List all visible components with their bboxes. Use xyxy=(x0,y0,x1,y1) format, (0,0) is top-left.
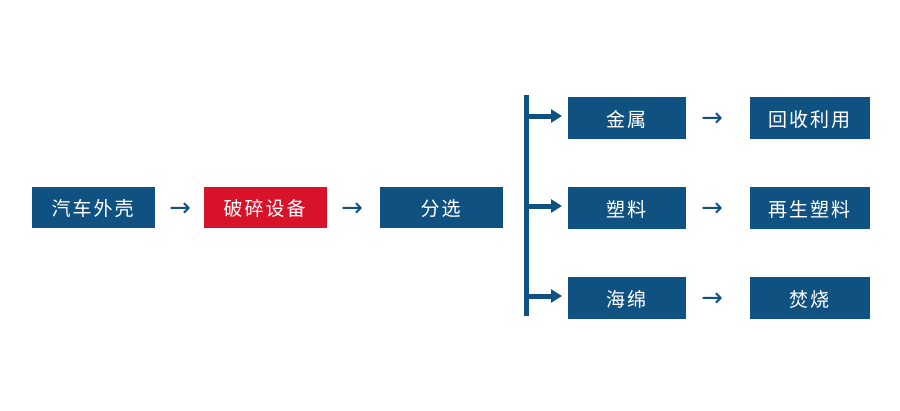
node-crusher[interactable]: 破碎设备 xyxy=(204,187,327,228)
arrow-right-icon: → xyxy=(701,193,723,223)
branch-connector-sponge xyxy=(529,294,553,299)
node-plastic[interactable]: 塑料 xyxy=(568,187,686,229)
node-recycling[interactable]: 回收利用 xyxy=(750,97,870,139)
node-label: 焚烧 xyxy=(788,288,831,311)
arrow-right-icon: → xyxy=(169,192,191,223)
branch-arrowhead-sponge xyxy=(551,289,562,303)
branch-connector-plastic xyxy=(529,204,553,209)
arrow-plastic-to-recycled-plastic: → xyxy=(692,187,732,229)
node-incineration[interactable]: 焚烧 xyxy=(750,277,870,319)
node-label: 塑料 xyxy=(605,198,648,221)
node-label: 再生塑料 xyxy=(767,198,852,221)
node-sorting[interactable]: 分选 xyxy=(380,187,503,228)
arrow-crusher-to-sorting: → xyxy=(332,187,372,228)
node-car-shell[interactable]: 汽车外壳 xyxy=(32,187,155,228)
node-label: 破碎设备 xyxy=(223,198,308,220)
arrow-sponge-to-incineration: → xyxy=(692,277,732,319)
node-sponge[interactable]: 海绵 xyxy=(568,277,686,319)
node-label: 分选 xyxy=(420,198,463,220)
node-metal[interactable]: 金属 xyxy=(568,97,686,139)
node-label: 回收利用 xyxy=(767,108,852,131)
branch-trunk-line xyxy=(524,95,529,316)
node-label: 汽车外壳 xyxy=(51,198,136,220)
arrow-right-icon: → xyxy=(701,283,723,313)
branch-arrowhead-plastic xyxy=(551,199,562,213)
node-recycled-plastic[interactable]: 再生塑料 xyxy=(750,187,870,229)
arrow-right-icon: → xyxy=(341,192,363,223)
node-label: 海绵 xyxy=(605,288,648,311)
branch-connector-metal xyxy=(529,114,553,119)
arrow-right-icon: → xyxy=(701,103,723,133)
node-label: 金属 xyxy=(605,108,648,131)
arrow-metal-to-recycling: → xyxy=(692,97,732,139)
arrow-car-shell-to-crusher: → xyxy=(160,187,200,228)
branch-arrowhead-metal xyxy=(551,109,562,123)
